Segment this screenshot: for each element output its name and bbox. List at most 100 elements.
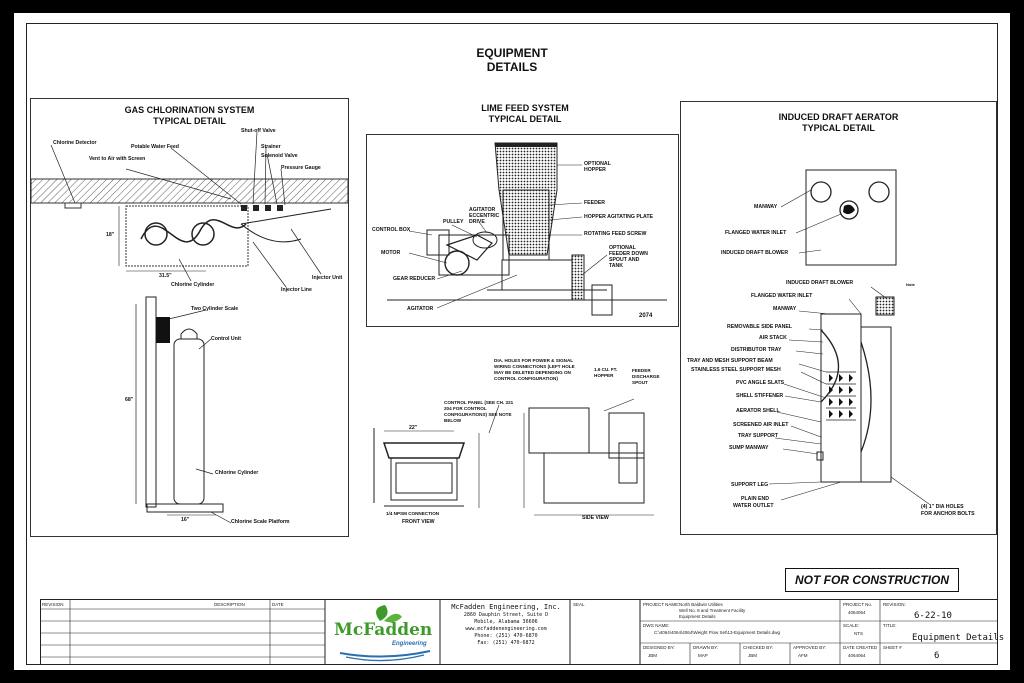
support-leg-label: SUPPORT LEG — [731, 482, 769, 488]
sump-manway-label: SUMP MANWAY — [729, 445, 769, 451]
vent-label: Vent to Air with Screen — [89, 156, 146, 162]
tb-revision-date: 6-22-10 — [914, 611, 952, 621]
front-view-label: FRONT VIEW — [402, 519, 435, 525]
optional-feeder-label: OPTIONAL FEEDER DOWN SPOUT AND TANK — [609, 245, 648, 269]
aerator-panel: INDUCED DRAFT AERATOR TYPICAL DETAIL — [680, 101, 997, 535]
tb-scale: NTS — [854, 631, 863, 636]
aerator-flanged-inlet-top-label: FLANGED WATER INLET — [725, 230, 787, 236]
feeder-discharge-label: FEEDER DISCHARGE SPOUT — [632, 368, 660, 385]
title-block-frame — [40, 599, 998, 665]
tb-drawn-header: DRAWN BY: — [693, 645, 719, 650]
tb-title-header: TITLE: — [883, 623, 897, 628]
tb-approved-header: APPROVED BY: — [793, 645, 827, 650]
air-stack-label: AIR STACK — [759, 335, 787, 341]
stainless-mesh-label: STAINLESS STEEL SUPPORT MESH — [691, 367, 781, 373]
aerator-title-line2: TYPICAL DETAIL — [802, 123, 875, 133]
tb-project-name: North Baldwin Utilities — [679, 602, 723, 607]
tb-drawn: MAP — [698, 653, 708, 658]
aerator-blower-label: INDUCED DRAFT BLOWER — [786, 280, 854, 286]
company-website: www.mcfaddenengineering.com — [465, 626, 547, 632]
tb-date-created: 4064064 — [848, 653, 866, 658]
tb-date-header: DATE — [272, 602, 284, 607]
tb-approved: AFM — [798, 653, 808, 658]
anchor-holes-label-2: FOR ANCHOR BOLTS — [921, 511, 975, 517]
tb-sheet-header: SHEET # — [883, 645, 902, 650]
tb-sheet-number: 6 — [934, 651, 940, 661]
two-cylinder-scale-label: Two Cylinder Scale — [191, 306, 239, 312]
solenoid-valve-label: Solenoid Valve — [261, 153, 298, 159]
tb-dwg-name: C:\4064\4064\4064\Weight Flow Set\13-Equ… — [654, 630, 780, 635]
not-for-construction-stamp: NOT FOR CONSTRUCTION — [785, 568, 959, 592]
dim-22: 22" — [409, 425, 418, 431]
tray-mesh-beam-label: TRAY AND MESH SUPPORT BEAM — [687, 358, 773, 364]
control-panel-note: CONTROL PANEL (SEE CH. 321 204 FOR CONTR… — [444, 400, 514, 423]
side-view-label: SIDE VIEW — [582, 515, 609, 521]
dim-31-5: 31.5" — [159, 273, 172, 279]
company-fax: Fax: (251) 470-6872 — [477, 640, 535, 646]
dim-16: 16" — [181, 517, 190, 523]
aerator-title-line1: INDUCED DRAFT AERATOR — [778, 112, 899, 122]
rotating-screw-label: ROTATING FEED SCREW — [584, 231, 647, 237]
gas-title-line2: TYPICAL DETAIL — [153, 116, 226, 126]
plain-end-label-2: WATER OUTLET — [733, 503, 774, 509]
tb-revision-header: REVISION — [42, 602, 64, 607]
company-address-2: Mobile, Alabama 36606 — [474, 619, 538, 625]
aerator-drawing — [768, 169, 930, 505]
tb-designed-header: DESIGNED BY: — [643, 645, 675, 650]
hopper-plate-label: HOPPER AGITATING PLATE — [584, 214, 653, 220]
aerator-title: INDUCED DRAFT AERATOR TYPICAL DETAIL — [681, 112, 996, 134]
tb-title: Equipment Details — [912, 633, 1005, 643]
aerator-flanged-inlet-label: FLANGED WATER INLET — [751, 293, 813, 299]
lime-feed-panel: OPTIONAL HOPPER FEEDER HOPPER AGITATING … — [366, 134, 679, 327]
chlorine-cylinder-label: Chlorine Cylinder — [215, 470, 259, 476]
strainer-label: Strainer — [261, 144, 281, 150]
pressure-gauge-label: Pressure Gauge — [281, 165, 321, 171]
gear-reducer-label: GEAR REDUCER — [393, 276, 436, 282]
sheet-title-line1: EQUIPMENT — [476, 46, 548, 60]
chlorine-detector-label: Chlorine Detector — [53, 140, 97, 146]
potable-water-label: Potable Water Feed — [131, 144, 179, 150]
removable-side-panel-label: REMOVABLE SIDE PANEL — [727, 324, 792, 330]
lime-drawing-number: 2074 — [639, 313, 653, 319]
tb-dwg-name-header: DWG NAME: — [643, 623, 670, 628]
chlorine-cylinder-top-label: Chlorine Cylinder — [171, 282, 215, 288]
logo-text: McFadden — [334, 620, 433, 640]
sheet-title: EQUIPMENT DETAILS — [14, 46, 1010, 74]
aerator-note: Note — [906, 282, 915, 287]
tb-date-created-header: DATE CREATED — [843, 645, 878, 650]
control-box-label: CONTROL BOX — [372, 227, 411, 233]
control-unit-label: Control Unit — [211, 336, 241, 342]
drawing-sheet: EQUIPMENT DETAILS GAS CHLORINATION SYSTE… — [14, 13, 1010, 670]
npsm-label: 1/4 NPSM CONNECTION — [386, 511, 440, 516]
lime-title-line2: TYPICAL DETAIL — [488, 114, 562, 124]
injector-unit-label: Injector Unit — [312, 275, 343, 281]
sheet-title-line2: DETAILS — [486, 60, 538, 74]
tray-support-label: TRAY SUPPORT — [738, 433, 779, 439]
injector-line-label: Injector Line — [281, 287, 312, 293]
aerator-manway-label: MANWAY — [773, 306, 797, 312]
tb-revision-label: REVISION: — [883, 602, 906, 607]
gas-chlorination-panel: GAS CHLORINATION SYSTEM TYPICAL DETAIL — [30, 98, 349, 537]
pvc-slats-label: PVC ANGLE SLATS — [736, 380, 785, 386]
tb-project-no-header: PROJECT No. — [843, 602, 873, 607]
lime-title-line1: LIME FEED SYSTEM — [481, 103, 569, 113]
tb-project-line3: Equipment Details — [679, 614, 716, 619]
lime-feed-title: LIME FEED SYSTEM TYPICAL DETAIL — [380, 103, 670, 125]
company-info: McFadden Engineering, Inc. 2860 Dauphin … — [442, 603, 570, 647]
logo-subtext: Engineering — [392, 641, 427, 647]
anchor-holes-label-1: (4) 1" DIA HOLES — [921, 504, 964, 510]
leaf-icon — [339, 605, 431, 662]
motor-label: MOTOR — [381, 250, 401, 256]
plain-end-label-1: PLAIN END — [741, 496, 769, 502]
tb-seal-header: SEAL — [573, 602, 585, 607]
gas-chlorination-title: GAS CHLORINATION SYSTEM TYPICAL DETAIL — [31, 105, 348, 127]
pulley-label: PULLEY — [443, 219, 464, 225]
aerator-blower-top-label: INDUCED DRAFT BLOWER — [721, 250, 789, 256]
mcfadden-logo: McFadden Engineering — [330, 603, 438, 663]
tb-project-no: 4064064 — [848, 610, 866, 615]
tb-checked-header: CHECKED BY: — [743, 645, 774, 650]
dim-68: 68" — [125, 397, 134, 403]
shell-stiffener-label: SHELL STIFFENER — [736, 393, 784, 399]
dim-18: 18" — [106, 232, 115, 238]
tb-designed: JBM — [648, 653, 657, 658]
